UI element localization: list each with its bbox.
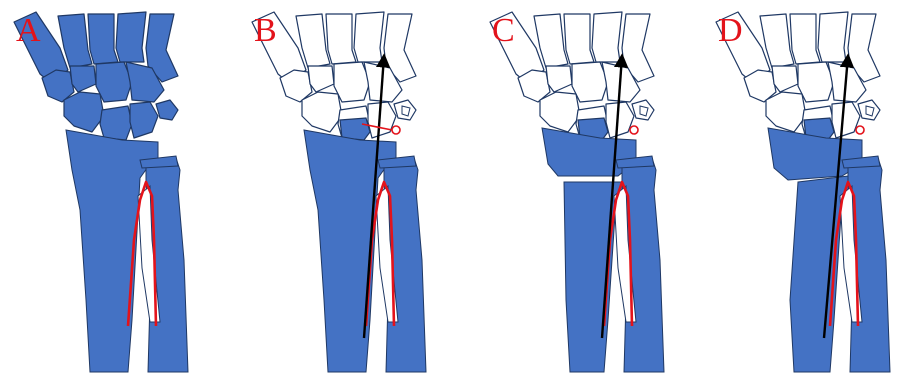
trapezoid	[546, 66, 572, 92]
lunate	[100, 106, 132, 140]
panel-d-drawing	[702, 0, 905, 374]
metacarpal-3	[790, 14, 820, 64]
panel-label-b: B	[254, 14, 277, 48]
landmark-circle	[392, 126, 400, 134]
trapezoid	[70, 66, 96, 92]
panel-label-c: C	[492, 14, 515, 48]
panel-label-a: A	[16, 14, 41, 48]
panel-d: D	[702, 0, 905, 374]
landmark-circle	[630, 126, 638, 134]
metacarpal-4	[818, 12, 848, 62]
metacarpal-4	[592, 12, 622, 62]
triquetrum	[832, 102, 860, 138]
triquetrum	[368, 102, 396, 138]
metacarpal-3	[88, 14, 118, 64]
pisiform-inner	[640, 106, 648, 116]
panel-a-drawing	[0, 0, 226, 374]
scaphoid	[302, 92, 342, 132]
panel-b-drawing	[238, 0, 464, 374]
metacarpal-4	[116, 12, 146, 62]
trapezoid	[772, 66, 798, 92]
scaphoid	[540, 92, 580, 132]
triquetrum	[130, 102, 158, 138]
panel-c-drawing	[476, 0, 702, 374]
pisiform	[156, 100, 178, 120]
landmark-circle	[856, 126, 864, 134]
pisiform-inner	[866, 106, 874, 116]
metacarpal-4	[354, 12, 384, 62]
metacarpal-3	[564, 14, 594, 64]
forearm-bones	[768, 128, 890, 372]
scaphoid	[766, 92, 806, 132]
metacarpal-3	[326, 14, 356, 64]
panel-c: C	[476, 0, 702, 374]
panel-label-d: D	[718, 14, 743, 48]
panel-b: B	[238, 0, 464, 374]
forearm-bones	[66, 130, 188, 372]
triquetrum	[606, 102, 634, 138]
panel-a: A	[0, 0, 226, 374]
scaphoid	[64, 92, 104, 132]
lunate-facet	[340, 118, 370, 140]
pisiform-inner	[402, 106, 410, 116]
trapezoid	[308, 66, 334, 92]
